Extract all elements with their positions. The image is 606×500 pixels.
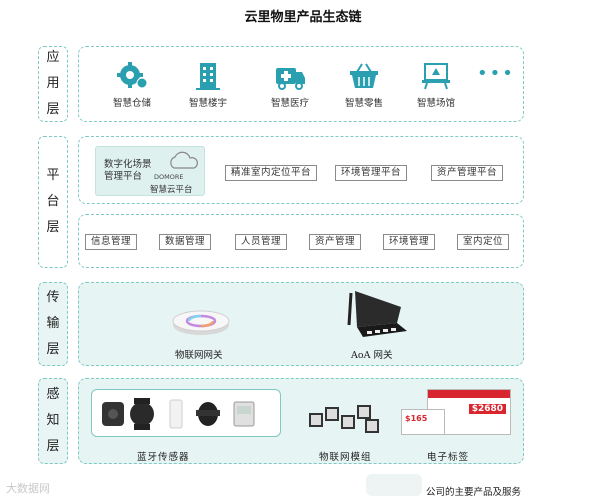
esl-price-large: $2680 [469,404,506,414]
layer-char: 台 [46,189,59,215]
aoa-gateway-icon [341,289,413,343]
app-item-medical: 智慧医疗 [255,61,325,109]
layer-char: 感 [46,382,59,408]
layer-char: 知 [46,408,59,434]
cloud-icon [166,151,202,171]
app-item-stadium: 智慧场馆 [401,61,471,109]
layer-char: 层 [46,97,59,123]
more-icon: ••• [477,63,515,84]
app-item-label: 智慧场馆 [401,95,471,109]
bluetooth-sensor-devices-icon [96,396,276,432]
tag-asset-management: 资产管理 [309,234,361,250]
domore-cloud-card: 数字化场景管理平台 DOMORE 智慧云平台 [95,146,205,196]
tag-indoor-positioning-platform: 精准室内定位平台 [225,165,317,181]
tag-data-management: 数据管理 [159,234,211,250]
tag-environment-platform: 环境管理平台 [335,165,407,181]
perception-label-iot-module: 物联网模组 [319,449,372,463]
platform-bottom-panel: 信息管理 数据管理 人员管理 资产管理 环境管理 室内定位 [78,214,524,268]
layer-char: 层 [46,215,59,241]
warehouse-gear-icon [115,61,149,91]
card-title: 数字化场景管理平台 [104,159,160,183]
perception-panel: 蓝牙传感器 物联网模组 $2680 $165 电子标签 [78,378,524,464]
iot-gateway-icon [171,305,231,337]
perception-label-electronic-tag: 电子标签 [427,449,469,463]
perception-label-bluetooth-sensor: 蓝牙传感器 [137,449,190,463]
esl-tag-small: $165 [401,409,445,435]
bluetooth-sensor-group [91,389,281,437]
transport-label-iot-gateway: 物联网网关 [175,347,223,361]
iot-module-icon [307,401,383,435]
blurred-region [366,474,422,496]
transport-panel: 物联网网关 AoA 网关 [78,282,524,366]
app-item-building: 智慧楼宇 [173,61,243,109]
card-subtitle: 智慧云平台 [150,183,193,195]
layer-char: 传 [46,285,59,311]
ambulance-icon [273,61,307,91]
card-brand: DOMORE [154,173,183,181]
watermark: 大数据网 [6,480,50,496]
building-icon [191,61,225,91]
esl-price-small: $165 [405,414,427,423]
layer-char: 用 [46,71,59,97]
shopping-basket-icon [347,61,381,91]
tag-personnel-management: 人员管理 [235,234,287,250]
app-item-label: 智慧楼宇 [173,95,243,109]
platform-top-panel: 数字化场景管理平台 DOMORE 智慧云平台 精准室内定位平台 环境管理平台 资… [78,136,524,204]
electronic-label-group: $2680 $165 [401,387,515,445]
layer-char: 平 [46,163,59,189]
application-panel: 智慧仓储 智慧楼宇 智慧医疗 智慧零售 [78,46,524,122]
layer-label-perception: 感 知 层 [38,378,68,464]
layer-char: 应 [46,45,59,71]
layer-label-platform: 平 台 层 [38,136,68,268]
esl-red-strip [428,390,510,398]
layer-label-application: 应 用 层 [38,46,68,122]
app-item-label: 智慧零售 [329,95,399,109]
tag-asset-platform: 资产管理平台 [431,165,503,181]
stadium-icon [419,61,453,91]
layer-char: 输 [46,311,59,337]
transport-label-aoa-gateway: AoA 网关 [351,347,392,361]
diagram-title: 云里物里产品生态链 [0,6,606,25]
layer-char: 层 [46,337,59,363]
app-item-label: 智慧医疗 [255,95,325,109]
app-item-retail: 智慧零售 [329,61,399,109]
footer-note: 公司的主要产品及服务 [426,484,521,498]
app-item-warehouse: 智慧仓储 [97,61,167,109]
layer-char: 层 [46,434,59,460]
app-item-label: 智慧仓储 [97,95,167,109]
tag-info-management: 信息管理 [85,234,137,250]
tag-environment-management: 环境管理 [383,234,435,250]
layer-label-transport: 传 输 层 [38,282,68,366]
tag-indoor-positioning: 室内定位 [457,234,509,250]
